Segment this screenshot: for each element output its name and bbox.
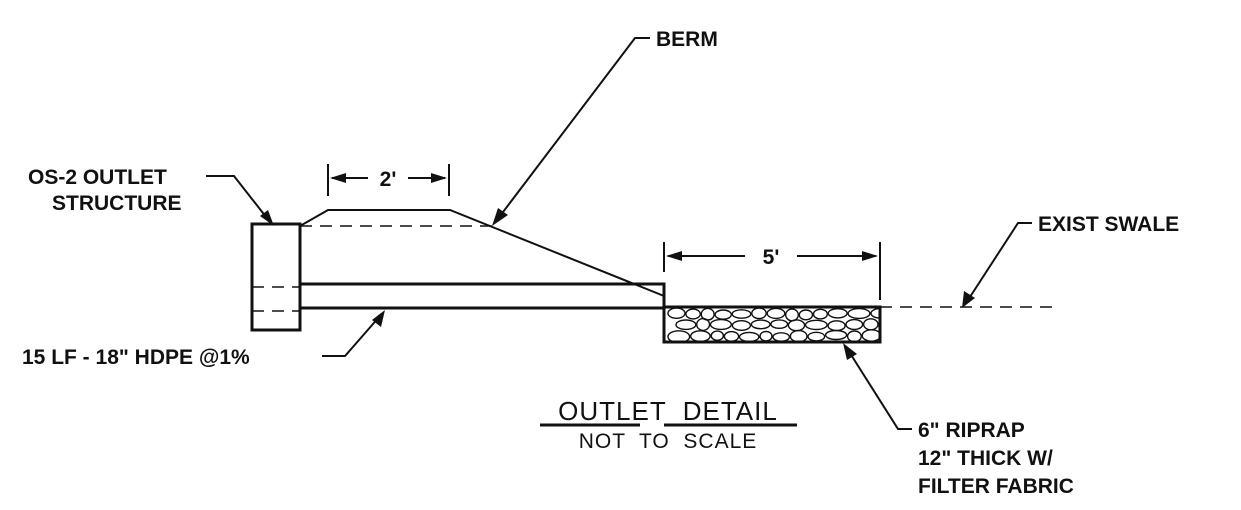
riprap-stone (824, 329, 848, 341)
riprap-stone (714, 309, 733, 320)
pipe-leader: 15 LF - 18" HDPE @1% (22, 310, 385, 369)
riprap-stone (731, 320, 752, 332)
riprap-stone (827, 320, 846, 332)
riprap-stone (789, 329, 808, 342)
dimension-riprap: 5' (663, 242, 881, 300)
detail-title: OUTLET DETAIL (558, 396, 778, 426)
riprap-stone (759, 330, 773, 342)
riprap-stone (731, 309, 752, 319)
berm (299, 209, 665, 297)
riprap-stone (787, 319, 806, 332)
riprap-stone (750, 319, 771, 330)
detail-subtitle: NOT TO SCALE (579, 430, 758, 453)
riprap-stone (667, 330, 691, 342)
riprap-stone (690, 330, 711, 342)
riprap-bed (662, 305, 882, 344)
structure-label-line1: OS-2 OUTLET (28, 166, 167, 189)
riprap-label-line3: FILTER FABRIC (918, 475, 1074, 498)
title-block: OUTLET DETAIL NOT TO SCALE (540, 396, 797, 453)
structure-label-line2: STRUCTURE (52, 192, 182, 215)
riprap-label-line2: 12" THICK W/ (918, 447, 1053, 470)
riprap-stone (862, 318, 879, 331)
berm-label: BERM (656, 28, 718, 51)
riprap-stone (667, 307, 686, 320)
riprap-stone (751, 307, 767, 320)
exist-swale-label: EXIST SWALE (1038, 213, 1179, 236)
riprap-stone (804, 319, 828, 331)
outlet-structure (250, 222, 302, 332)
riprap-stone (812, 308, 829, 320)
riprap-stone (845, 318, 864, 331)
dimension-berm-top: 2' (327, 164, 450, 196)
dim-5ft-label: 5' (763, 246, 780, 269)
riprap-stone (770, 319, 789, 329)
riprap-stone (846, 330, 862, 342)
riprap-stone (685, 308, 701, 320)
riprap-stone (798, 309, 814, 321)
hdpe-pipe (298, 282, 666, 310)
riprap-stone (675, 319, 697, 331)
riprap-leader: 6" RIPRAP 12" THICK W/ FILTER FABRIC (843, 343, 1074, 498)
pipe-label: 15 LF - 18" HDPE @1% (22, 346, 250, 369)
dim-2ft-label: 2' (380, 168, 397, 191)
swale-leader: EXIST SWALE (962, 213, 1179, 308)
riprap-stone (723, 330, 740, 342)
riprap-stone (878, 321, 880, 330)
riprap-stone (785, 308, 800, 322)
riprap-stone (766, 307, 786, 320)
riprap-stone (807, 331, 826, 342)
riprap-stone (709, 318, 732, 331)
riprap-stone (738, 331, 760, 342)
riprap-stone (847, 307, 871, 320)
riprap-stone (861, 329, 880, 342)
riprap-label-line1: 6" RIPRAP (918, 419, 1025, 442)
structure-leader: OS-2 OUTLET STRUCTURE (28, 166, 274, 226)
riprap-stone (710, 330, 725, 342)
riprap-stone (827, 307, 848, 319)
riprap-stone (695, 317, 711, 332)
berm-leader: BERM (492, 28, 718, 226)
riprap-stone (772, 332, 791, 342)
riprap-stone (870, 307, 880, 319)
